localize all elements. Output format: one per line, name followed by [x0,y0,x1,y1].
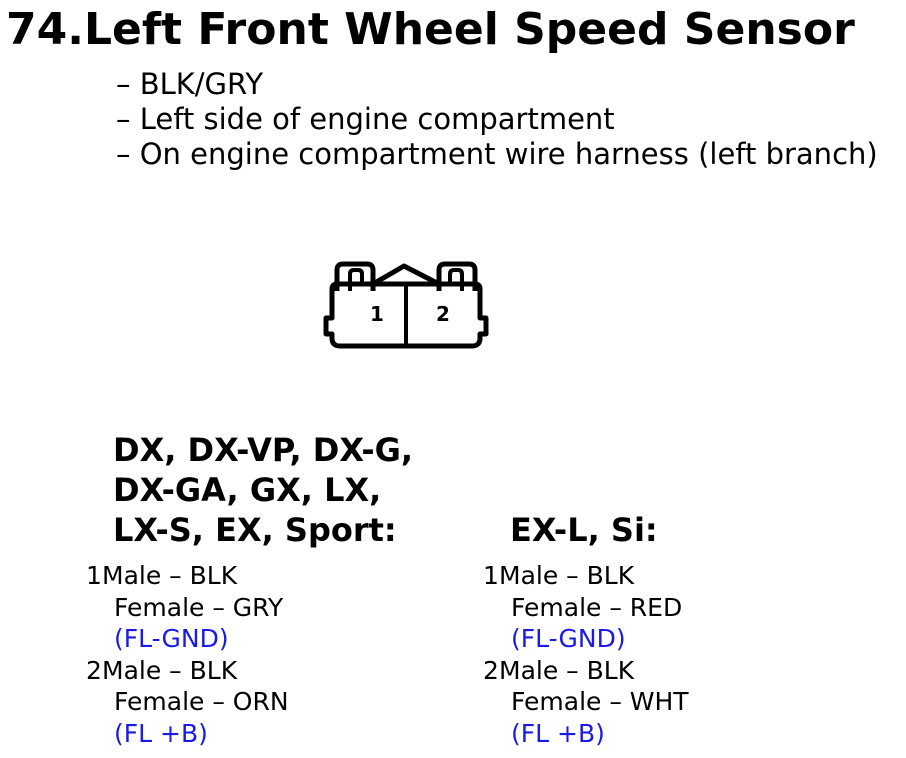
variant-heading-line: LX-S, EX, Sport: [113,511,397,549]
pin-1-male: 1Male – BLK [86,560,289,592]
pin-number: 1 [86,561,102,590]
pin-male-wire: Male – BLK [102,655,238,685]
connector-location: – Left side of engine compartment [116,102,615,136]
pin-female-wire: Female – ORN [114,687,289,716]
pin-female-wire: Female – RED [511,592,683,622]
pin-circuit-note: (FL-GND) [511,624,626,653]
pin-2-male: 2Male – BLK [483,655,689,687]
pin-1-female: Female – RED [483,592,689,624]
pin-list-base-trims: 1Male – BLK Female – GRY (FL-GND) 2Male … [86,560,289,749]
pin-1-circuit: (FL-GND) [483,623,689,655]
pin-1-female: Female – GRY [86,592,289,624]
connector-info-list: – BLK/GRY – Left side of engine compartm… [116,67,878,172]
pin-male-wire: Male – BLK [499,655,635,685]
pin-2-female: Female – ORN [86,686,289,718]
connector-body [323,281,489,349]
pin-2-male: 2Male – BLK [86,655,289,687]
connector-left-latch-inner [348,268,364,291]
two-pin-connector-diagram: 1 2 [323,261,489,349]
variant-heading-line: DX, DX-VP, DX-G, [113,431,414,469]
pin-1-male: 1Male – BLK [483,560,689,592]
connector-key-peak [371,263,441,287]
connector-color-code: – BLK/GRY [116,67,264,101]
connector-harness: – On engine compartment wire harness (le… [116,137,878,171]
pin-circuit-note: (FL-GND) [114,624,229,653]
pin-list-exl-si: 1Male – BLK Female – RED (FL-GND) 2Male … [483,560,689,749]
pin-2-circuit: (FL +B) [483,718,689,750]
variant-heading-line: EX-L, Si: [510,511,658,549]
pin-number: 2 [483,655,499,685]
pin-number: 2 [86,655,102,685]
pin-male-wire: Male – BLK [499,561,635,590]
pin-1-circuit: (FL-GND) [86,623,289,655]
pin-number: 1 [483,561,499,590]
variant-heading-base-trims: DX, DX-VP, DX-G, DX-GA, GX, LX, LX-S, EX… [113,430,413,550]
connector-pin-1-label: 1 [370,302,384,326]
pin-2-circuit: (FL +B) [86,718,289,750]
pin-2-female: Female – WHT [483,686,689,718]
variant-heading-exl-si: EX-L, Si: [510,510,658,550]
pin-female-wire: Female – GRY [114,592,284,622]
variant-heading-line: DX-GA, GX, LX, [113,471,382,509]
pin-circuit-note: (FL +B) [114,718,208,748]
connector-right-latch-inner [448,268,464,291]
pin-circuit-note: (FL +B) [511,718,605,748]
connector-right-latch [436,261,478,291]
pin-male-wire: Male – BLK [102,561,238,590]
pin-female-wire: Female – WHT [511,687,689,716]
page-title: 74.Left Front Wheel Speed Sensor [6,4,855,55]
connector-pin-2-label: 2 [436,302,450,326]
connector-left-latch [334,261,376,291]
